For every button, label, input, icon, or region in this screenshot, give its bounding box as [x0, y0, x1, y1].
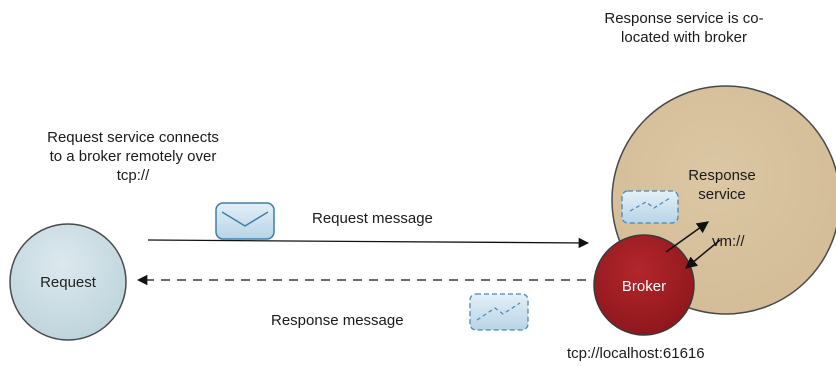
colocated-annotation-line1: Response service is co-	[604, 10, 764, 27]
request-node	[9, 223, 127, 341]
vm-arrow-to-service	[665, 221, 709, 253]
broker-node	[593, 234, 695, 336]
remote-annotation-line2: to a broker remotely over	[49, 148, 217, 165]
envelope-icon	[215, 202, 275, 240]
remote-annotation-line3: tcp://	[116, 167, 150, 184]
broker-node-label: Broker	[621, 278, 667, 295]
request-message-arrow	[147, 237, 590, 249]
colocated-annotation: Response service is co- located with bro…	[578, 9, 790, 47]
envelope-dashed-icon	[469, 293, 529, 331]
broker-address-label: tcp://localhost:61616	[567, 345, 705, 362]
vm-protocol-label: vm://	[712, 233, 745, 250]
colocated-annotation-line2: located with broker	[621, 29, 747, 46]
request-message-label: Request message	[312, 210, 433, 227]
request-node-label: Request	[40, 274, 96, 291]
vm-arrow-to-broker	[685, 239, 721, 269]
response-service-label: Response service	[672, 166, 772, 204]
response-service-label-line1: Response	[688, 167, 756, 184]
response-message-label: Response message	[271, 312, 404, 329]
response-service-label-line2: service	[698, 186, 746, 203]
envelope-dashed-icon	[621, 190, 679, 224]
remote-annotation: Request service connects to a broker rem…	[18, 128, 248, 185]
remote-annotation-line1: Request service connects	[47, 129, 219, 146]
